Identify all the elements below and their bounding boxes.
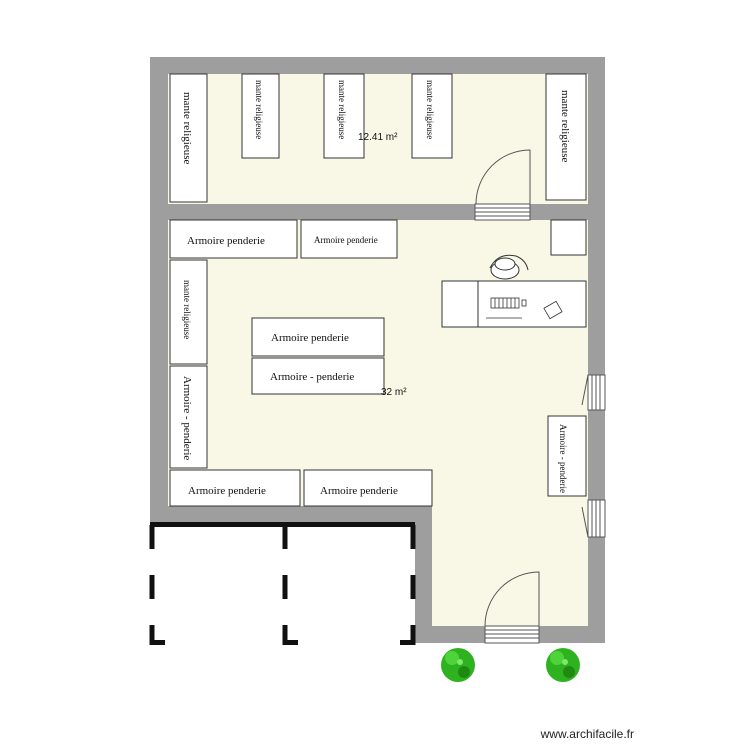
armoire-label-center-top: Armoire penderie	[271, 332, 349, 344]
mante-cabinet-2	[241, 73, 280, 159]
chair-icon	[489, 254, 529, 280]
mante-label-4: mante religieuse	[425, 80, 435, 139]
top-room-furniture	[169, 73, 587, 203]
phone-icon	[543, 300, 563, 320]
mante-cabinet-left	[169, 259, 208, 365]
armoire-label-center-bottom: Armoire - penderie	[270, 371, 354, 383]
keyboard-icon	[486, 297, 527, 319]
armoire-top-right	[300, 219, 398, 259]
armoire-label-bottom-right: Armoire penderie	[320, 485, 398, 497]
armoire-center-bottom	[251, 357, 385, 395]
plant-icon-right	[546, 648, 580, 682]
armoire-left-vertical	[169, 365, 208, 469]
armoire-label-top-right: Armoire penderie	[314, 235, 378, 245]
armoire-label-bottom-left: Armoire penderie	[188, 485, 266, 497]
outside-structure-outline	[149, 525, 416, 645]
main-room-area: 32 m²	[381, 387, 407, 398]
cabinet-top-right	[550, 219, 587, 256]
watermark: www.archifacile.fr	[540, 727, 634, 741]
mante-cabinet-3	[323, 73, 365, 159]
top-room-floor	[168, 74, 588, 204]
mante-label-5: mante religieuse	[559, 90, 571, 163]
armoire-label-right-vertical: Armoire - penderie	[558, 424, 568, 493]
armoire-center-top	[251, 317, 385, 357]
armoire-bottom-left	[169, 469, 301, 507]
outside-structure-corners	[150, 522, 415, 645]
doors-windows	[474, 149, 606, 644]
main-room-furniture	[169, 219, 587, 507]
mante-cabinet-4	[411, 73, 453, 159]
top-room-area: 12.41 m²	[358, 132, 398, 143]
mante-cabinet-5	[545, 73, 587, 201]
mante-cabinet-1	[169, 73, 208, 203]
mante-label-left: mante religieuse	[182, 280, 192, 339]
walls	[150, 57, 605, 643]
armoire-bottom-right	[303, 469, 433, 507]
mante-label-2: mante religieuse	[254, 80, 264, 139]
desk-left-block	[441, 280, 479, 328]
plant-icon-left	[441, 648, 475, 682]
armoire-right-vertical	[547, 415, 587, 497]
armoire-label-top-left: Armoire penderie	[187, 235, 265, 247]
armoire-label-left-vertical: Armoire - penderie	[181, 376, 193, 460]
mante-label-3: mante religieuse	[337, 80, 347, 139]
armoire-top-left	[169, 219, 298, 259]
mante-label-1: mante religieuse	[181, 92, 193, 165]
